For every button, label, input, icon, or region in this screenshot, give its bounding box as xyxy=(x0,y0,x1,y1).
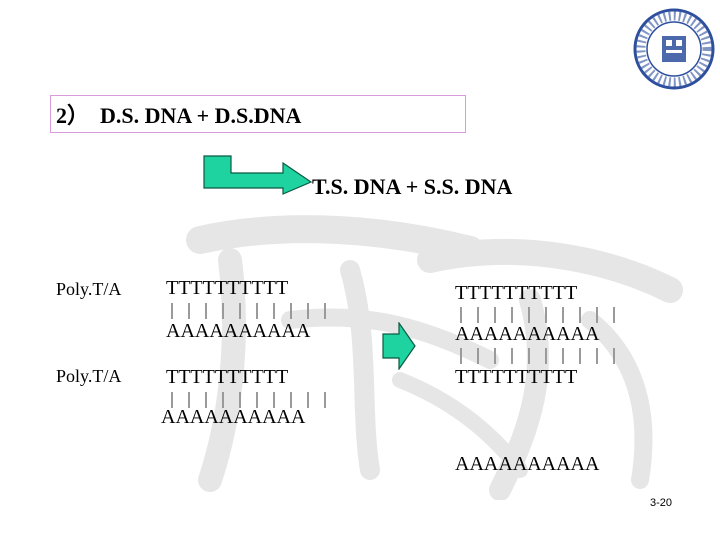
university-seal-logo xyxy=(633,8,715,90)
right-a-strand-1: AAAAAAAAAA xyxy=(455,323,600,345)
page-number: 3-20 xyxy=(650,497,673,509)
right-t-strand-1: TTTTTTTTTT xyxy=(455,282,578,304)
right-hydrogen-bonds-2 xyxy=(460,348,615,364)
title-box xyxy=(50,95,466,133)
slide-title: 2） D.S. DNA + D.S.DNA xyxy=(56,103,302,128)
left-row2-t-strand: TTTTTTTTTT xyxy=(166,366,289,388)
left-row1-a-strand: AAAAAAAAAA xyxy=(166,320,311,342)
slide-subtitle: T.S. DNA + S.S. DNA xyxy=(312,174,513,199)
right-hydrogen-bonds-1 xyxy=(460,307,615,323)
poly-ta-label-2: Poly.T/A xyxy=(56,366,122,386)
left-row2-hydrogen-bonds xyxy=(171,392,326,408)
left-row2-a-strand: AAAAAAAAAA xyxy=(161,406,306,428)
left-row1-hydrogen-bonds xyxy=(171,303,326,319)
bent-right-arrow-icon xyxy=(203,155,313,195)
right-a-strand-2: AAAAAAAAAA xyxy=(455,453,600,475)
calligraphy-watermark xyxy=(186,215,683,500)
left-row1-t-strand: TTTTTTTTTT xyxy=(166,277,289,299)
right-arrow-icon xyxy=(382,322,416,370)
right-t-strand-2: TTTTTTTTTT xyxy=(455,366,578,388)
poly-ta-label-1: Poly.T/A xyxy=(56,279,122,299)
